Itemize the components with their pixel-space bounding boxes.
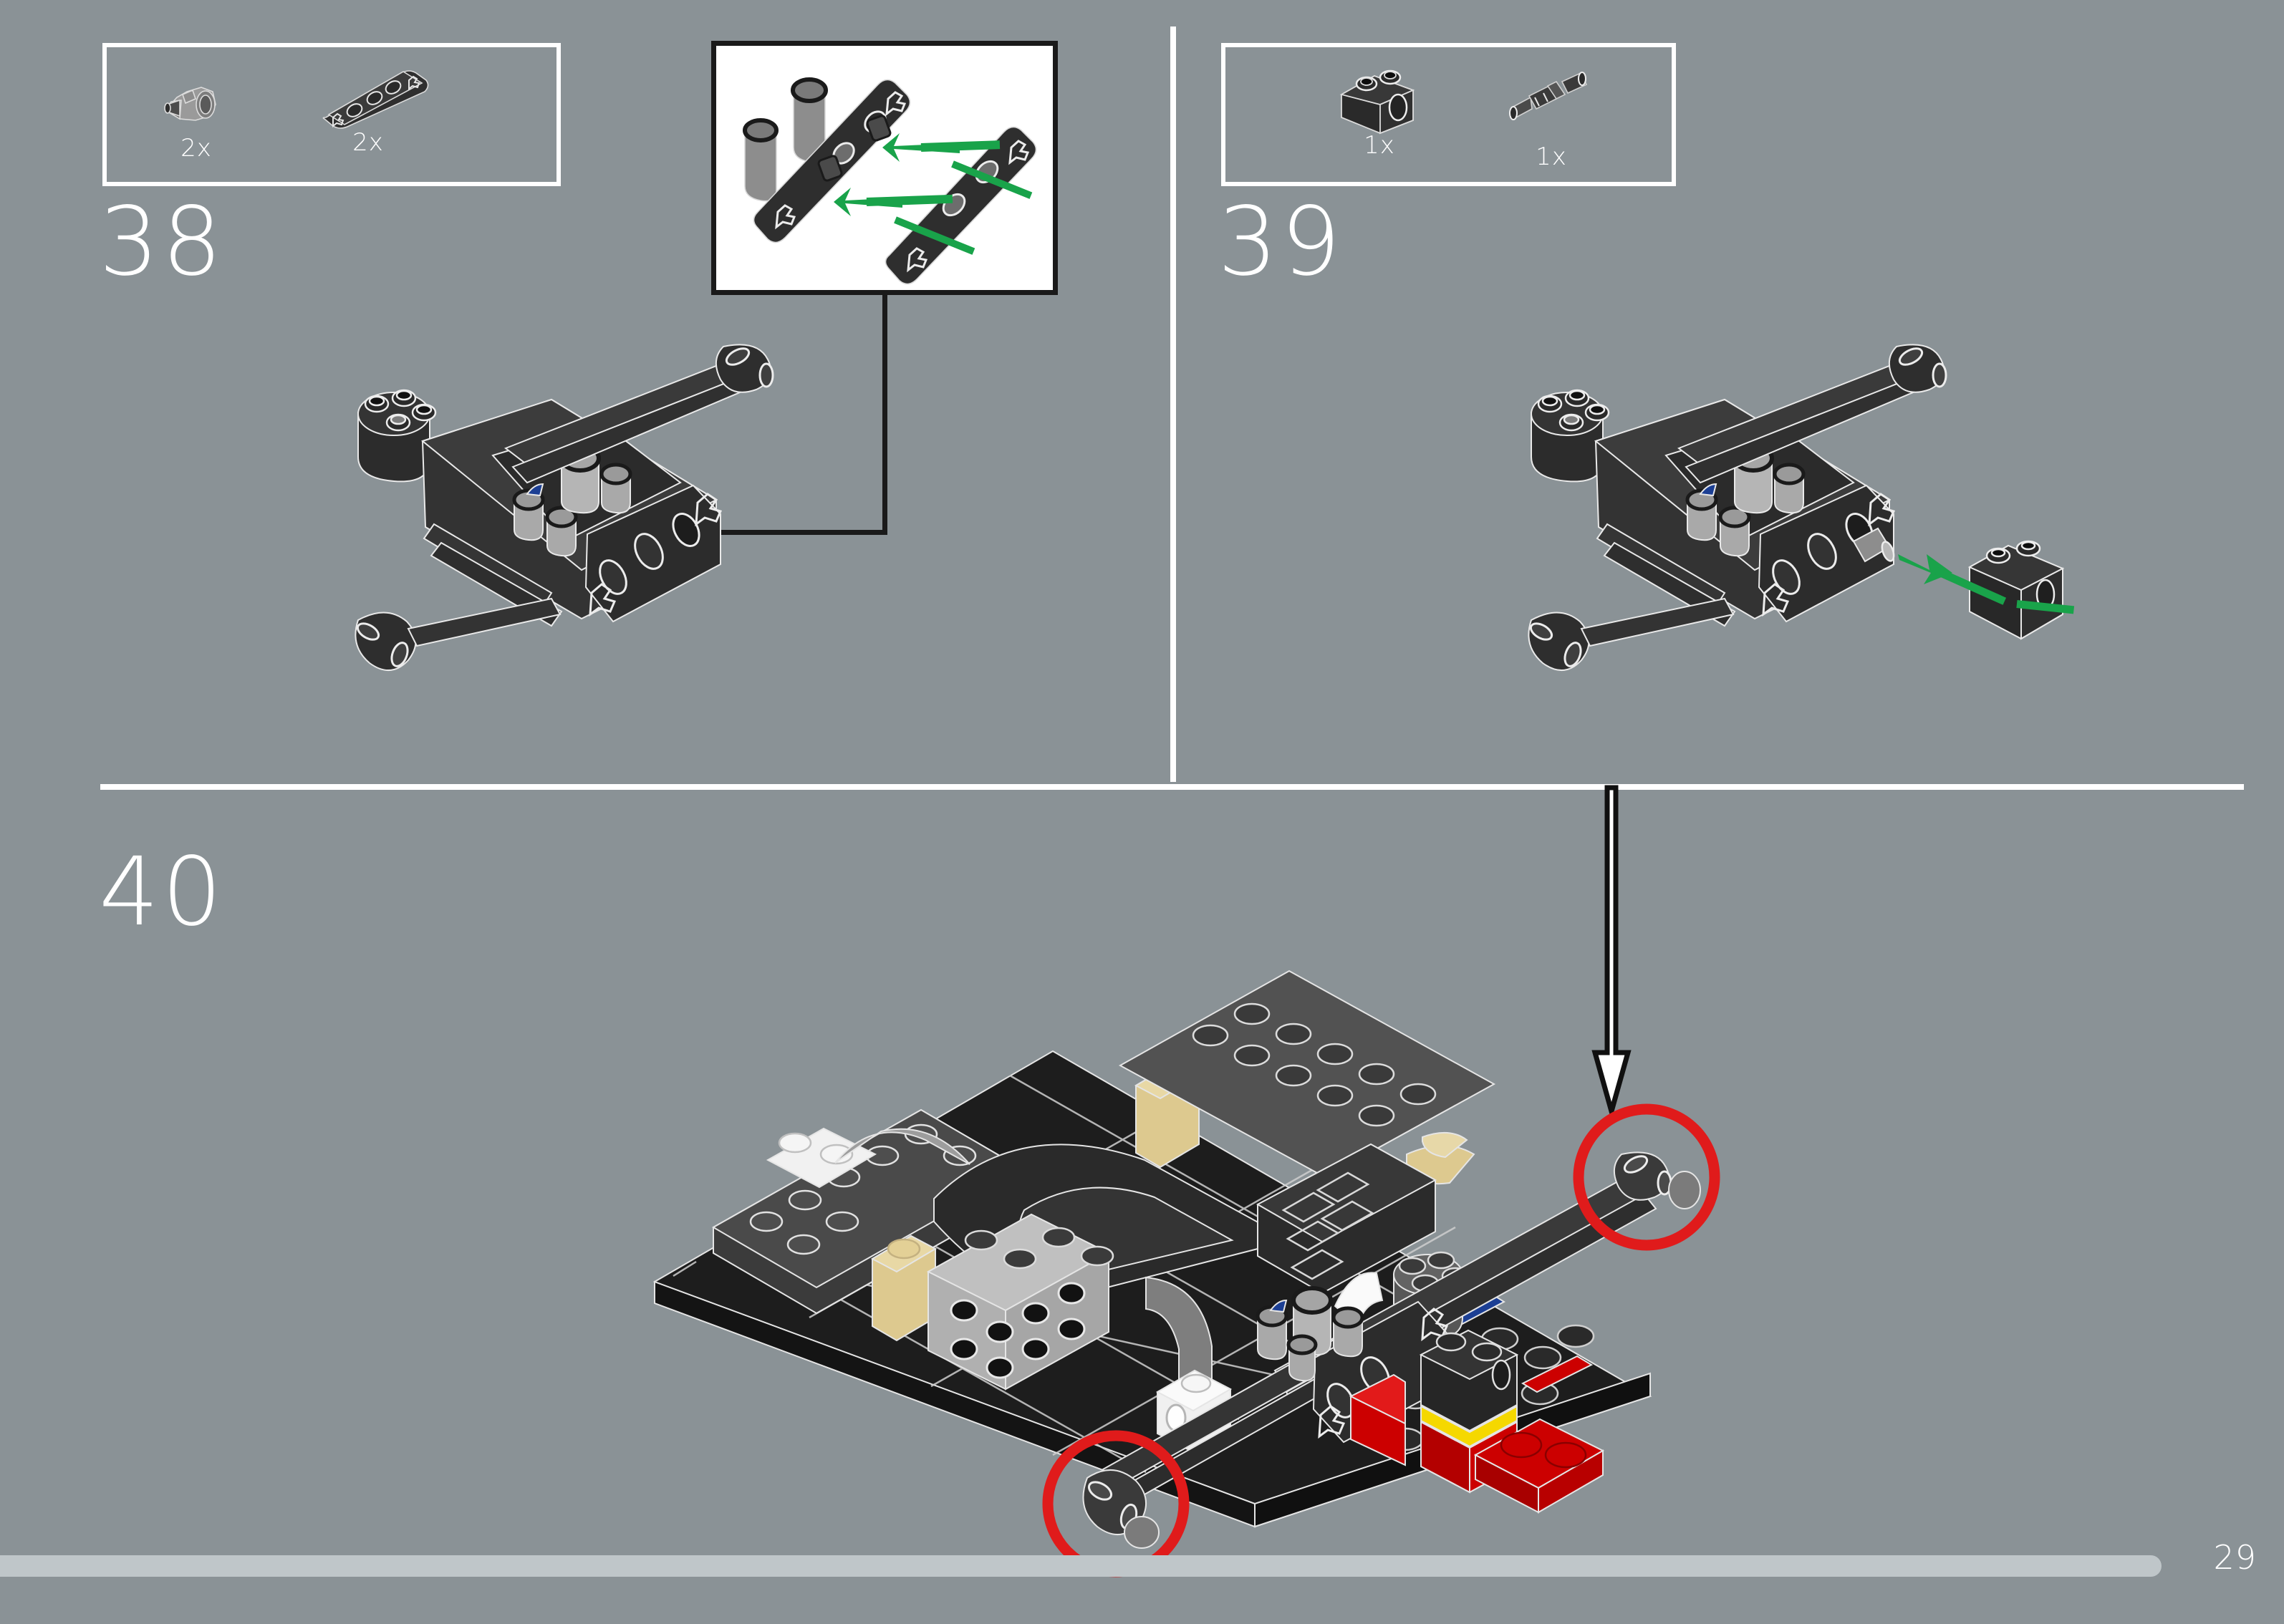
- callout-detail-inset-step-38: [711, 41, 1058, 295]
- horizontal-divider: [100, 784, 2244, 790]
- part-count-label: 1x: [1364, 131, 1395, 160]
- part-count-label: 2x: [352, 128, 384, 157]
- part-entry-liftarm: 2x: [307, 57, 429, 155]
- step-transition-arrow-icon: [1591, 785, 1632, 1121]
- vertical-divider: [1170, 26, 1176, 782]
- green-assembly-arrow: [1898, 554, 2075, 614]
- page-number: 29: [2213, 1538, 2257, 1577]
- callout-inset-art: [743, 77, 1037, 285]
- technic-brick-1x2-hole-icon: [1319, 60, 1440, 135]
- step-38-assembly-art: [355, 344, 774, 672]
- step-number-40: 40: [99, 837, 225, 947]
- callout-leader-vertical: [882, 295, 887, 535]
- step-number-39: 39: [1218, 187, 1344, 297]
- technic-liftarm-thin-4m-icon: [307, 57, 429, 129]
- part-entry-technic-brick: 1x: [1319, 60, 1440, 158]
- technic-axle-connector-piece-icon: [135, 63, 257, 135]
- green-assembly-arrow: [834, 133, 1033, 255]
- step-40-assembly-art: [652, 970, 1720, 1577]
- part-count-label: 2x: [180, 134, 212, 163]
- technic-pin-connector-icon: [1490, 72, 1612, 143]
- part-entry-axle-connector: 2x: [135, 63, 257, 160]
- progress-bar-fill: [0, 1555, 2162, 1577]
- step-number-38: 38: [99, 187, 225, 297]
- attach-point-circle-rear-right: [1573, 1103, 1720, 1251]
- part-count-label: 1x: [1536, 142, 1567, 171]
- part-entry-pin-connector: 1x: [1490, 72, 1612, 169]
- parts-box-step-38: 2x 2x: [102, 43, 561, 186]
- parts-box-step-39: 1x 1x: [1221, 43, 1676, 186]
- callout-leader-horizontal: [673, 530, 887, 535]
- step-39-assembly-art: [1528, 344, 2075, 672]
